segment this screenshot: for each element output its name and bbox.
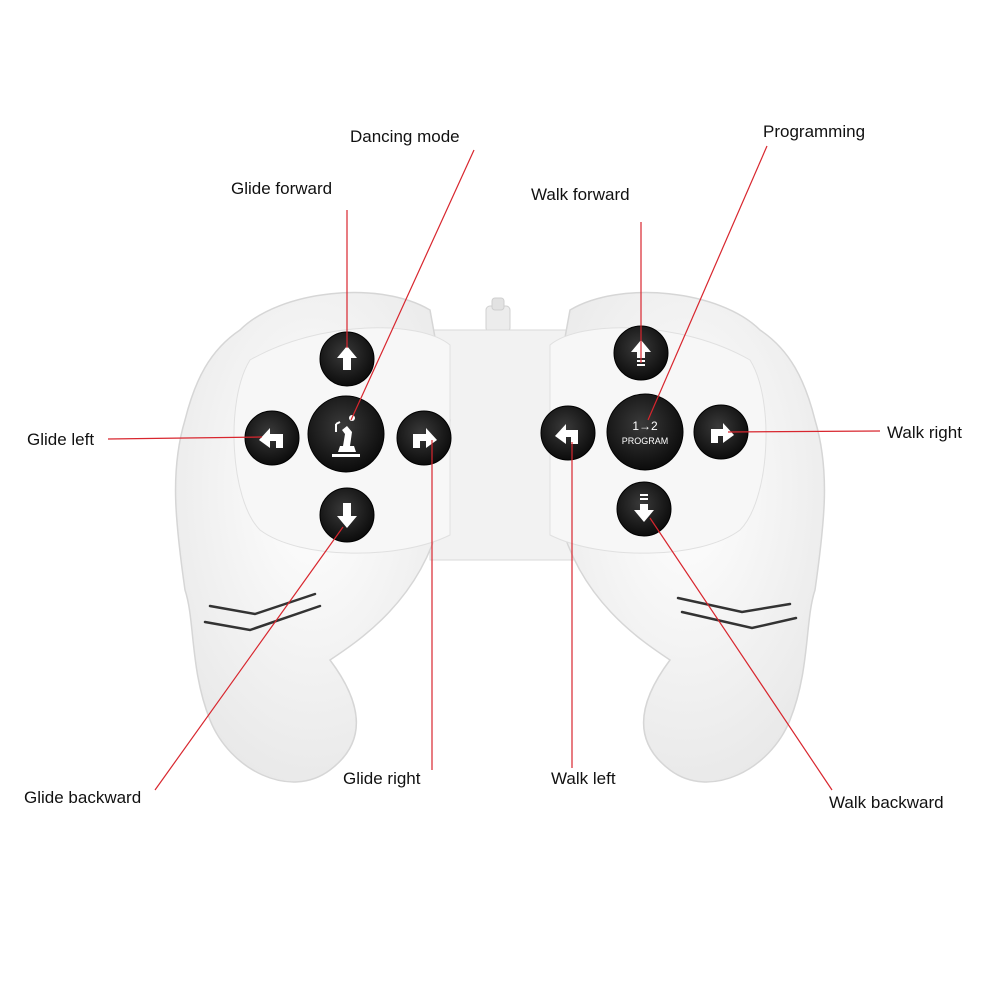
label-glide-forward: Glide forward <box>231 179 333 198</box>
arrow-turn-right-bars-icon <box>711 423 734 443</box>
glide-left-button[interactable] <box>244 410 300 466</box>
label-dancing-mode: Dancing mode <box>350 127 460 146</box>
antenna <box>485 297 511 333</box>
label-walk-forward: Walk forward <box>531 185 630 204</box>
label-walk-left: Walk left <box>551 769 616 788</box>
label-glide-left: Glide left <box>27 430 95 449</box>
glide-right-button[interactable] <box>396 410 452 466</box>
program-sequence-label: 1→2 <box>632 419 658 433</box>
leader-walk-backward <box>649 517 833 791</box>
leader-walk-right <box>727 430 881 433</box>
arrow-down-bars-icon <box>634 504 654 522</box>
leader-glide-backward <box>154 526 344 791</box>
arrow-turn-right-icon <box>413 428 437 448</box>
arrow-down-icon <box>337 503 357 528</box>
arrow-up-icon <box>337 346 357 370</box>
controller-body <box>174 291 826 783</box>
glide-backward-button[interactable] <box>319 487 375 543</box>
dancing-mode-button[interactable] <box>307 395 385 473</box>
leader-lines <box>107 145 881 791</box>
label-walk-right: Walk right <box>887 423 962 442</box>
program-label: PROGRAM <box>622 436 669 446</box>
walk-backward-button[interactable] <box>616 481 672 537</box>
leader-glide-left <box>107 436 263 440</box>
arrow-turn-left-bars-icon <box>555 424 578 444</box>
programming-button[interactable]: 1→2 PROGRAM <box>606 393 684 471</box>
dance-icon <box>332 415 360 457</box>
leader-dancing-mode <box>350 149 475 421</box>
walk-left-button[interactable] <box>540 405 596 461</box>
arrow-turn-left-icon <box>259 428 283 448</box>
label-glide-backward: Glide backward <box>24 788 142 807</box>
walk-right-button[interactable] <box>693 404 749 460</box>
label-walk-backward: Walk backward <box>829 793 944 812</box>
label-programming: Programming <box>763 122 866 141</box>
label-glide-right: Glide right <box>343 769 421 788</box>
leader-programming <box>647 145 768 421</box>
